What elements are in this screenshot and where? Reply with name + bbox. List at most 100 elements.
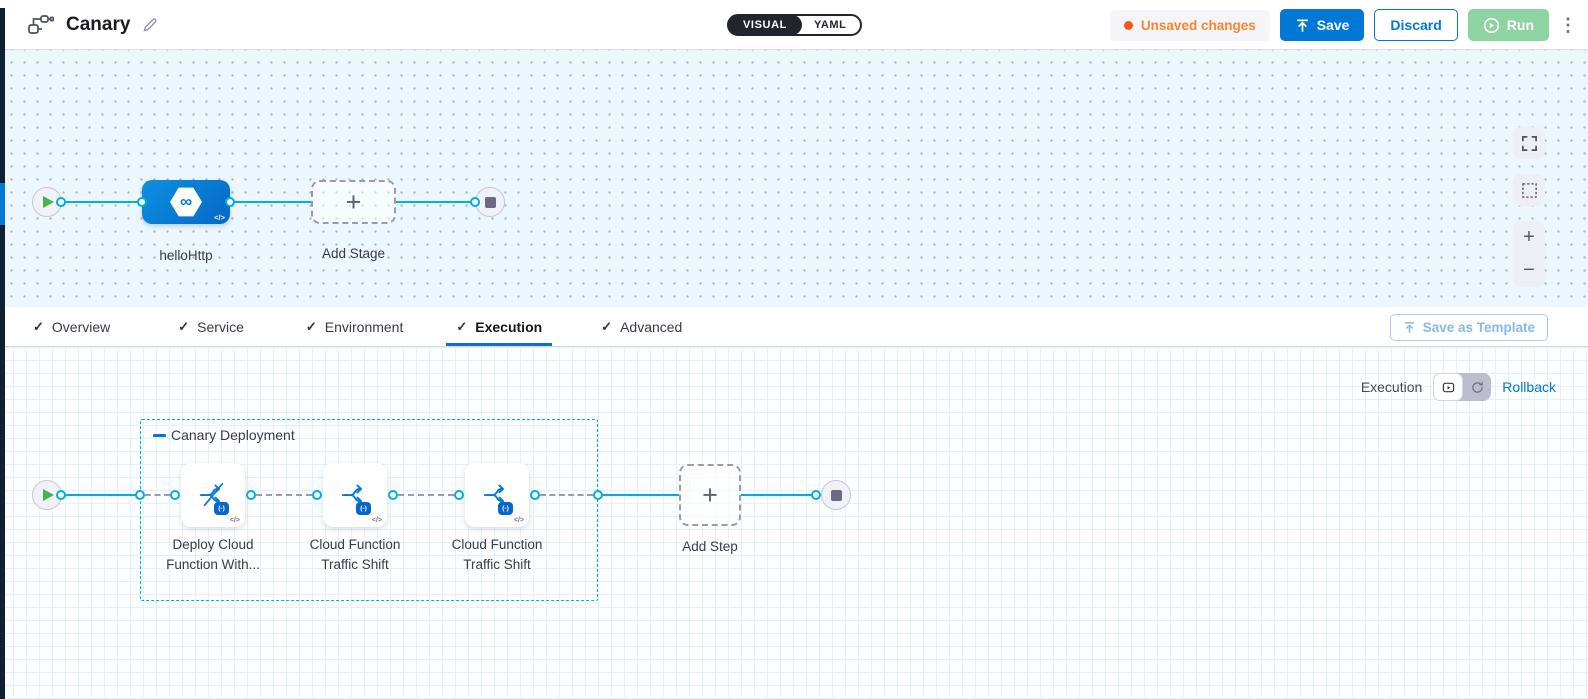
tab-service[interactable]: ✓ Service	[178, 318, 244, 335]
pipeline-icon	[28, 14, 54, 36]
edge	[540, 494, 593, 496]
step-traffic-shift-1[interactable]: (-) </>	[323, 463, 387, 527]
left-nav-strip	[0, 8, 5, 699]
add-step-label: Add Step	[682, 539, 738, 554]
execution-mode-label: Execution	[1360, 379, 1423, 395]
zoom-out-button[interactable]: −	[1513, 254, 1545, 287]
connector-port[interactable]	[388, 490, 398, 500]
connector-port[interactable]	[454, 490, 464, 500]
edge	[741, 494, 816, 496]
collapse-group-icon[interactable]	[153, 433, 166, 437]
header-left: Canary	[28, 0, 158, 50]
add-stage-label: Add Stage	[321, 246, 386, 261]
play-icon	[43, 489, 54, 501]
code-icon: </>	[371, 517, 382, 524]
add-step-button[interactable]: +	[679, 464, 741, 526]
traffic-shift-icon	[341, 484, 363, 506]
unsaved-dot-icon	[1123, 20, 1133, 30]
traffic-shift-icon	[483, 484, 505, 506]
save-button[interactable]: Save	[1279, 9, 1365, 41]
connector-port[interactable]	[56, 197, 66, 207]
play-circle-icon	[1483, 17, 1499, 33]
tab-advanced[interactable]: ✓ Advanced	[601, 318, 683, 335]
stop-icon	[830, 489, 842, 501]
deploy-stage-icon: ∞	[170, 187, 202, 217]
cloud-function-badge-icon: (-)	[214, 502, 229, 515]
step-group-header: Canary Deployment	[153, 427, 295, 443]
check-icon: ✓	[305, 318, 317, 334]
fullscreen-icon	[1521, 135, 1537, 151]
toggle-yaml[interactable]: YAML	[813, 19, 847, 31]
step-label: Cloud Function Traffic Shift	[451, 537, 543, 573]
check-icon: ✓	[456, 318, 468, 334]
code-icon: </>	[229, 517, 240, 524]
edge	[145, 494, 170, 496]
rollback-view-toggle[interactable]	[1463, 373, 1491, 401]
edge	[396, 201, 475, 203]
edge	[603, 494, 679, 496]
plus-icon: +	[345, 186, 362, 217]
edit-title-icon[interactable]	[142, 17, 158, 33]
connector-port[interactable]	[246, 490, 256, 500]
play-icon	[43, 196, 54, 208]
connector-port[interactable]	[137, 197, 147, 207]
upload-arrow-icon	[1296, 19, 1308, 32]
connector-port[interactable]	[530, 490, 540, 500]
tab-overview[interactable]: ✓ Overview	[33, 318, 111, 335]
step-traffic-shift-2[interactable]: (-) </>	[465, 463, 529, 527]
left-nav-active-indicator	[0, 183, 5, 225]
step-deploy-cloud-function[interactable]: (-) </>	[181, 463, 245, 527]
connector-port[interactable]	[811, 490, 821, 500]
execution-end-node	[821, 480, 851, 510]
execution-view-icon	[1442, 382, 1455, 392]
code-icon: </>	[214, 213, 225, 222]
stop-icon	[484, 196, 496, 208]
run-button[interactable]: Run	[1467, 9, 1549, 41]
rollback-icon	[1472, 381, 1483, 393]
connector-port[interactable]	[56, 490, 66, 500]
step-group-canary-deployment[interactable]	[140, 419, 598, 601]
fullscreen-button[interactable]	[1513, 127, 1545, 159]
stage-tabbar: ✓ Overview ✓ Service ✓ Environment ✓ Exe…	[0, 307, 1588, 347]
marquee-select-button[interactable]	[1513, 174, 1545, 206]
check-icon: ✓	[33, 318, 44, 334]
unsaved-changes-badge: Unsaved changes	[1109, 9, 1270, 41]
tab-environment[interactable]: ✓ Environment	[305, 318, 404, 335]
header-actions: Unsaved changes Save Discard Run ⋮	[1109, 9, 1577, 41]
upload-arrow-icon	[1404, 322, 1415, 333]
cloud-function-badge-icon: (-)	[498, 502, 513, 515]
edge	[61, 494, 140, 496]
more-options-icon[interactable]: ⋮	[1559, 15, 1577, 35]
stage-node-hellohttp[interactable]: ∞ </>	[142, 180, 230, 224]
zoom-in-button[interactable]: +	[1513, 221, 1545, 254]
check-icon: ✓	[601, 318, 613, 334]
visual-yaml-toggle: VISUAL YAML	[727, 14, 862, 36]
connector-port[interactable]	[593, 490, 603, 500]
execution-rollback-toggle	[1433, 373, 1492, 401]
add-stage-button[interactable]: +	[311, 180, 396, 224]
rollback-link[interactable]: Rollback	[1502, 379, 1556, 395]
stage-graph-canvas[interactable]: ∞ </> helloHttp + Add Stage +	[0, 50, 1588, 307]
edge	[398, 494, 454, 496]
connector-port[interactable]	[470, 197, 480, 207]
stage-label: helloHttp	[159, 248, 213, 263]
unsaved-label: Unsaved changes	[1140, 17, 1256, 33]
execution-view-toggle[interactable]	[1433, 373, 1464, 401]
toggle-visual[interactable]: VISUAL	[728, 15, 802, 35]
connector-port[interactable]	[170, 490, 180, 500]
step-label: Cloud Function Traffic Shift	[309, 537, 401, 573]
discard-button[interactable]: Discard	[1374, 9, 1458, 41]
step-group-title: Canary Deployment	[171, 427, 295, 443]
connector-port[interactable]	[312, 490, 322, 500]
tab-execution[interactable]: ✓ Execution	[446, 307, 553, 346]
connector-port[interactable]	[135, 490, 145, 500]
code-icon: </>	[513, 517, 524, 524]
header: Canary VISUAL YAML Unsaved changes Save	[0, 0, 1588, 50]
edge	[256, 494, 312, 496]
save-as-template-button[interactable]: Save as Template	[1389, 314, 1548, 341]
deploy-no-traffic-icon	[199, 482, 224, 507]
connector-port[interactable]	[225, 197, 235, 207]
marquee-select-icon	[1521, 182, 1537, 198]
execution-graph-canvas[interactable]: Execution Rollback	[0, 347, 1588, 699]
